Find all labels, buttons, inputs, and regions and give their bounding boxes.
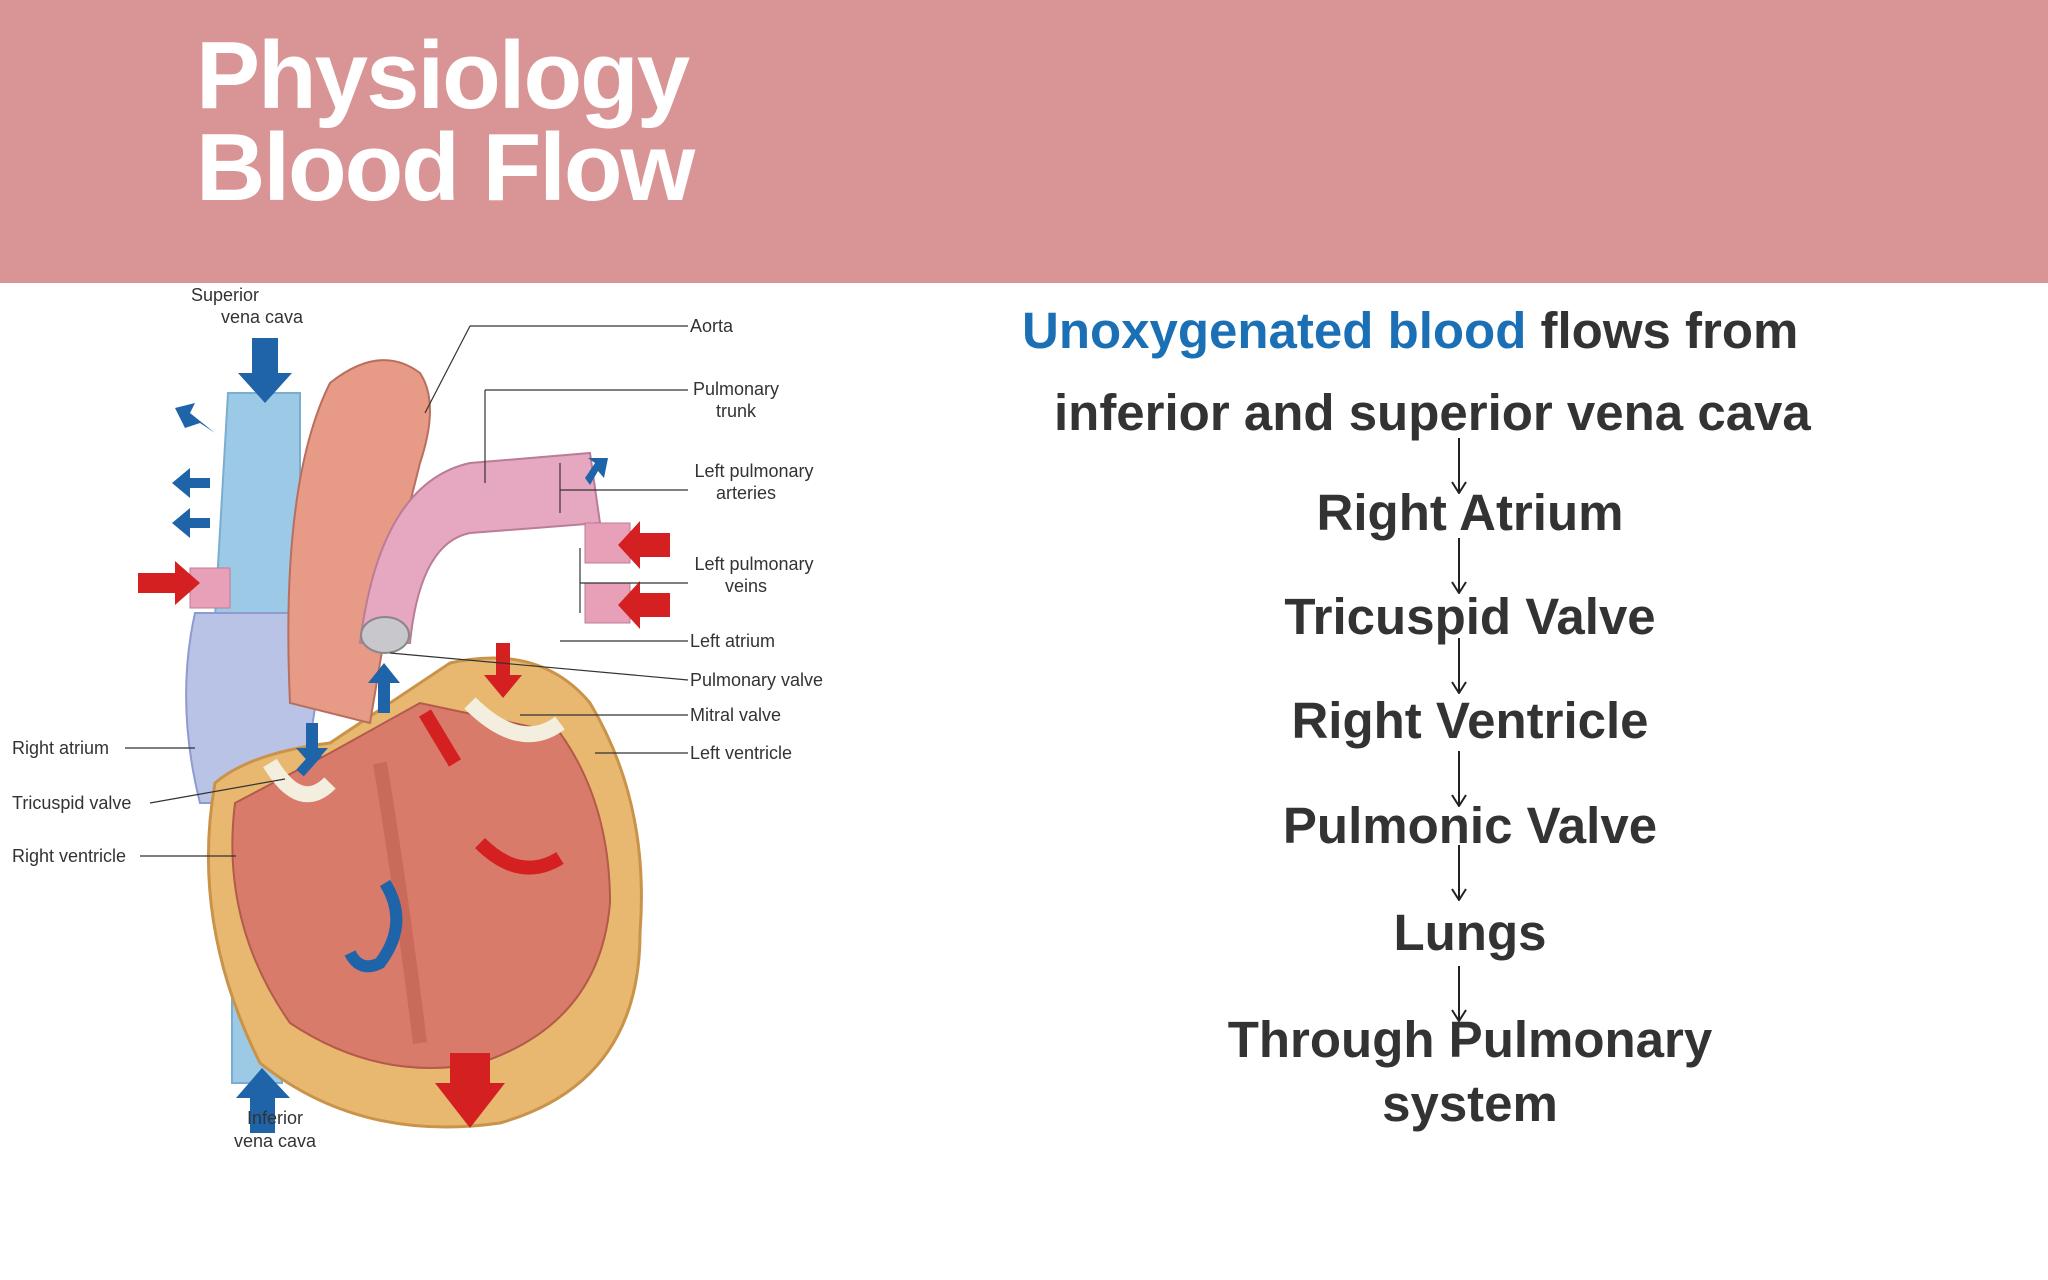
blue-arrow-svc: [238, 338, 292, 403]
title-line-1: Physiology: [196, 22, 690, 129]
title-line-2: Blood Flow: [196, 114, 695, 221]
label-inferior-vena-cava-2: vena cava: [234, 1131, 317, 1151]
label-left-atrium: Left atrium: [690, 631, 775, 651]
mitral-valve-shape: [464, 697, 565, 743]
red-arrow-left: [138, 561, 200, 605]
title-banner: [0, 0, 2048, 283]
label-aorta: Aorta: [690, 316, 734, 336]
pulmonary-valve-shape: [360, 616, 410, 654]
label-inferior-vena-cava-1: Inferior: [247, 1108, 303, 1128]
label-left-pulmonary-arteries-1: Left pulmonary: [694, 461, 813, 481]
label-left-ventricle: Left ventricle: [690, 743, 792, 763]
blue-arrow-left-3: [172, 508, 210, 538]
flow-arrow-3: [1451, 638, 1467, 694]
label-pulmonary-trunk-1: Pulmonary: [693, 379, 779, 399]
flow-step-tricuspid-valve: Tricuspid Valve: [1284, 588, 1656, 645]
aorta-shape: [287, 359, 431, 725]
heart-diagram: Superior vena cava Aorta Pulmonary trunk…: [12, 285, 823, 1151]
blue-arrow-left-1: [175, 403, 215, 433]
red-arrow-right-2: [618, 581, 670, 629]
blue-arrow-pv-up: [368, 663, 400, 713]
flow-intro-line-1: Unoxygenated blood flows from: [1022, 301, 1798, 360]
label-superior-vena-cava-1: Superior: [191, 285, 259, 305]
label-superior-vena-cava-2: vena cava: [221, 307, 304, 327]
red-arrow-up: [418, 709, 462, 767]
red-arrow-lv-curve: [475, 837, 564, 875]
slide-title: Physiology Blood Flow: [196, 22, 695, 221]
blue-arrow-rv-curve: [344, 879, 403, 973]
red-arrow-aorta-down: [435, 1053, 505, 1128]
blue-arrow-right-top: [585, 458, 608, 485]
label-tricuspid-valve: Tricuspid valve: [12, 793, 131, 813]
red-arrow-right-1: [618, 521, 670, 569]
blue-arrow-ra-down: [296, 723, 328, 766]
label-left-pulmonary-veins-1: Left pulmonary: [694, 554, 813, 574]
label-left-pulmonary-arteries-2: arteries: [716, 483, 776, 503]
leader-lines: [125, 325, 689, 857]
flow-intro-line-2: inferior and superior vena cava: [1054, 384, 1811, 441]
label-right-atrium: Right atrium: [12, 738, 109, 758]
red-arrow-la-down: [484, 643, 522, 698]
flow-step-pulmonic-valve: Pulmonic Valve: [1282, 797, 1658, 854]
label-pulmonary-valve: Pulmonary valve: [690, 670, 823, 690]
flow-arrow-5: [1451, 845, 1467, 901]
blue-arrow-left-2: [172, 468, 210, 498]
flow-arrow-2: [1451, 538, 1467, 594]
tricuspid-valve-shape: [263, 758, 336, 803]
label-left-pulmonary-veins-2: veins: [725, 576, 767, 596]
septum-shape: [373, 761, 427, 1044]
flow-step-lungs: Lungs: [1393, 904, 1547, 961]
pulmonary-trunk-shape: [358, 451, 602, 644]
flow-intro-rest: flows from: [1526, 302, 1799, 359]
flow-arrow-6: [1451, 966, 1467, 1022]
right-pulmonary-vein: [189, 567, 231, 609]
label-right-ventricle: Right ventricle: [12, 846, 126, 866]
flow-step-right-ventricle: Right Ventricle: [1291, 692, 1649, 749]
label-pulmonary-trunk-2: trunk: [716, 401, 757, 421]
flow-step-pulmonary-system-1: Through Pulmonary: [1227, 1011, 1713, 1068]
blood-flow-sequence: Unoxygenated blood flows from inferior a…: [1000, 283, 1940, 1183]
flow-arrow-4: [1451, 751, 1467, 807]
blue-arrow-ivc: [236, 1068, 290, 1133]
flow-step-right-atrium: Right Atrium: [1316, 484, 1624, 541]
flow-step-pulmonary-system-2: system: [1382, 1075, 1558, 1132]
label-mitral-valve: Mitral valve: [690, 705, 781, 725]
flow-arrow-1: [1451, 438, 1467, 494]
unoxygenated-highlight: Unoxygenated blood: [1022, 302, 1527, 359]
